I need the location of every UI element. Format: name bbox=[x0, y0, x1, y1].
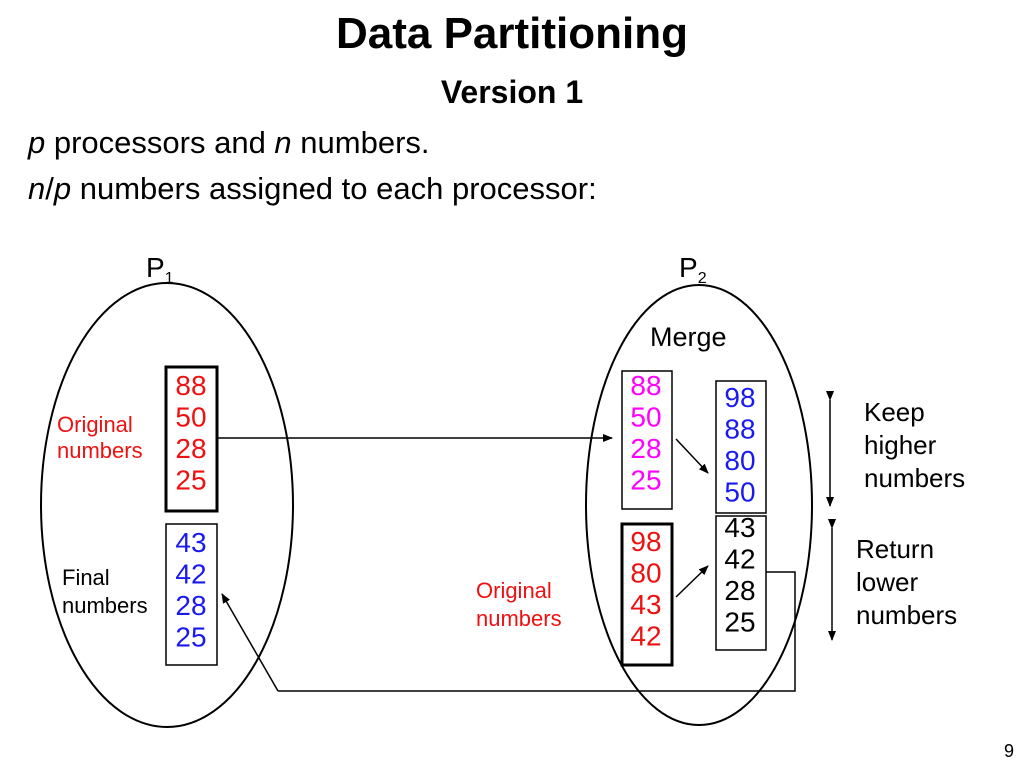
merge-arrow-bottom bbox=[675, 565, 709, 598]
merge-label: Merge bbox=[650, 322, 727, 352]
svg-text:numbers: numbers bbox=[57, 438, 143, 463]
slide-title: Data Partitioning bbox=[335, 9, 689, 58]
svg-text:numbers: numbers bbox=[864, 463, 965, 493]
var-p: p bbox=[28, 125, 46, 160]
merged-low-box bbox=[715, 515, 767, 651]
number-value: 43 bbox=[724, 512, 755, 543]
number-value: 25 bbox=[175, 465, 206, 496]
return-arrow bbox=[221, 593, 279, 692]
line1-text-a: processors and bbox=[45, 125, 275, 160]
svg-text:higher: higher bbox=[864, 430, 937, 460]
svg-text:lower: lower bbox=[856, 567, 918, 597]
p1-final-box bbox=[165, 523, 218, 666]
number-value: 25 bbox=[175, 622, 206, 653]
svg-text:numbers: numbers bbox=[62, 593, 148, 618]
svg-text:numbers: numbers bbox=[476, 606, 562, 631]
p2-original-label: Original numbers bbox=[476, 578, 562, 631]
number-value: 28 bbox=[175, 590, 206, 621]
var-n: n bbox=[28, 171, 46, 206]
p1-label: P1 bbox=[146, 252, 174, 287]
number-value: 98 bbox=[724, 382, 755, 413]
number-value: 42 bbox=[175, 559, 206, 590]
number-value: 25 bbox=[724, 607, 755, 638]
p2-label: P2 bbox=[679, 252, 707, 287]
number-value: 28 bbox=[724, 575, 755, 606]
number-value: 42 bbox=[724, 544, 755, 575]
page-number: 9 bbox=[1003, 741, 1014, 761]
number-value: 88 bbox=[175, 370, 206, 401]
svg-text:Original: Original bbox=[476, 578, 552, 603]
number-value: 28 bbox=[630, 433, 661, 464]
p1-ellipse bbox=[40, 282, 294, 728]
p2-received-box bbox=[621, 370, 673, 510]
keep-higher-label: Keep higher numbers bbox=[864, 397, 965, 493]
number-value: 42 bbox=[630, 621, 661, 652]
p1-original-box bbox=[164, 365, 219, 513]
merge-arrow-top bbox=[675, 438, 709, 474]
number-value: 80 bbox=[724, 445, 755, 476]
var-p: p bbox=[53, 171, 72, 206]
intro-line-2: n/p numbers assigned to each processor: bbox=[28, 170, 597, 208]
var-n: n bbox=[274, 125, 292, 160]
number-value: 28 bbox=[175, 433, 206, 464]
svg-text:Keep: Keep bbox=[864, 397, 925, 427]
slide-subtitle: Version 1 bbox=[440, 74, 584, 110]
intro-line-1: p processors and n numbers. bbox=[28, 124, 430, 162]
p1-final-label: Final numbers bbox=[62, 565, 148, 618]
number-value: 50 bbox=[175, 402, 206, 433]
number-value: 50 bbox=[630, 402, 661, 433]
line1-text-b: numbers. bbox=[291, 125, 430, 160]
number-value: 88 bbox=[724, 414, 755, 445]
p2-original-box bbox=[620, 522, 674, 667]
number-value: 88 bbox=[630, 370, 661, 401]
number-value: 25 bbox=[630, 465, 661, 496]
number-value: 43 bbox=[630, 589, 661, 620]
svg-text:Original: Original bbox=[57, 412, 133, 437]
svg-text:Return: Return bbox=[856, 534, 934, 564]
merged-high-box bbox=[715, 380, 767, 514]
number-value: 98 bbox=[630, 526, 661, 557]
slash: / bbox=[45, 171, 54, 206]
return-lower-label: Return lower numbers bbox=[856, 534, 957, 630]
p2-ellipse bbox=[585, 284, 813, 726]
svg-text:Final: Final bbox=[62, 565, 110, 590]
p1-original-label: Original numbers bbox=[57, 412, 143, 463]
svg-text:numbers: numbers bbox=[856, 600, 957, 630]
return-connector bbox=[278, 571, 796, 692]
number-value: 43 bbox=[175, 527, 206, 558]
number-value: 80 bbox=[630, 558, 661, 589]
line2-text: numbers assigned to each processor: bbox=[71, 171, 597, 206]
number-value: 50 bbox=[724, 477, 755, 508]
